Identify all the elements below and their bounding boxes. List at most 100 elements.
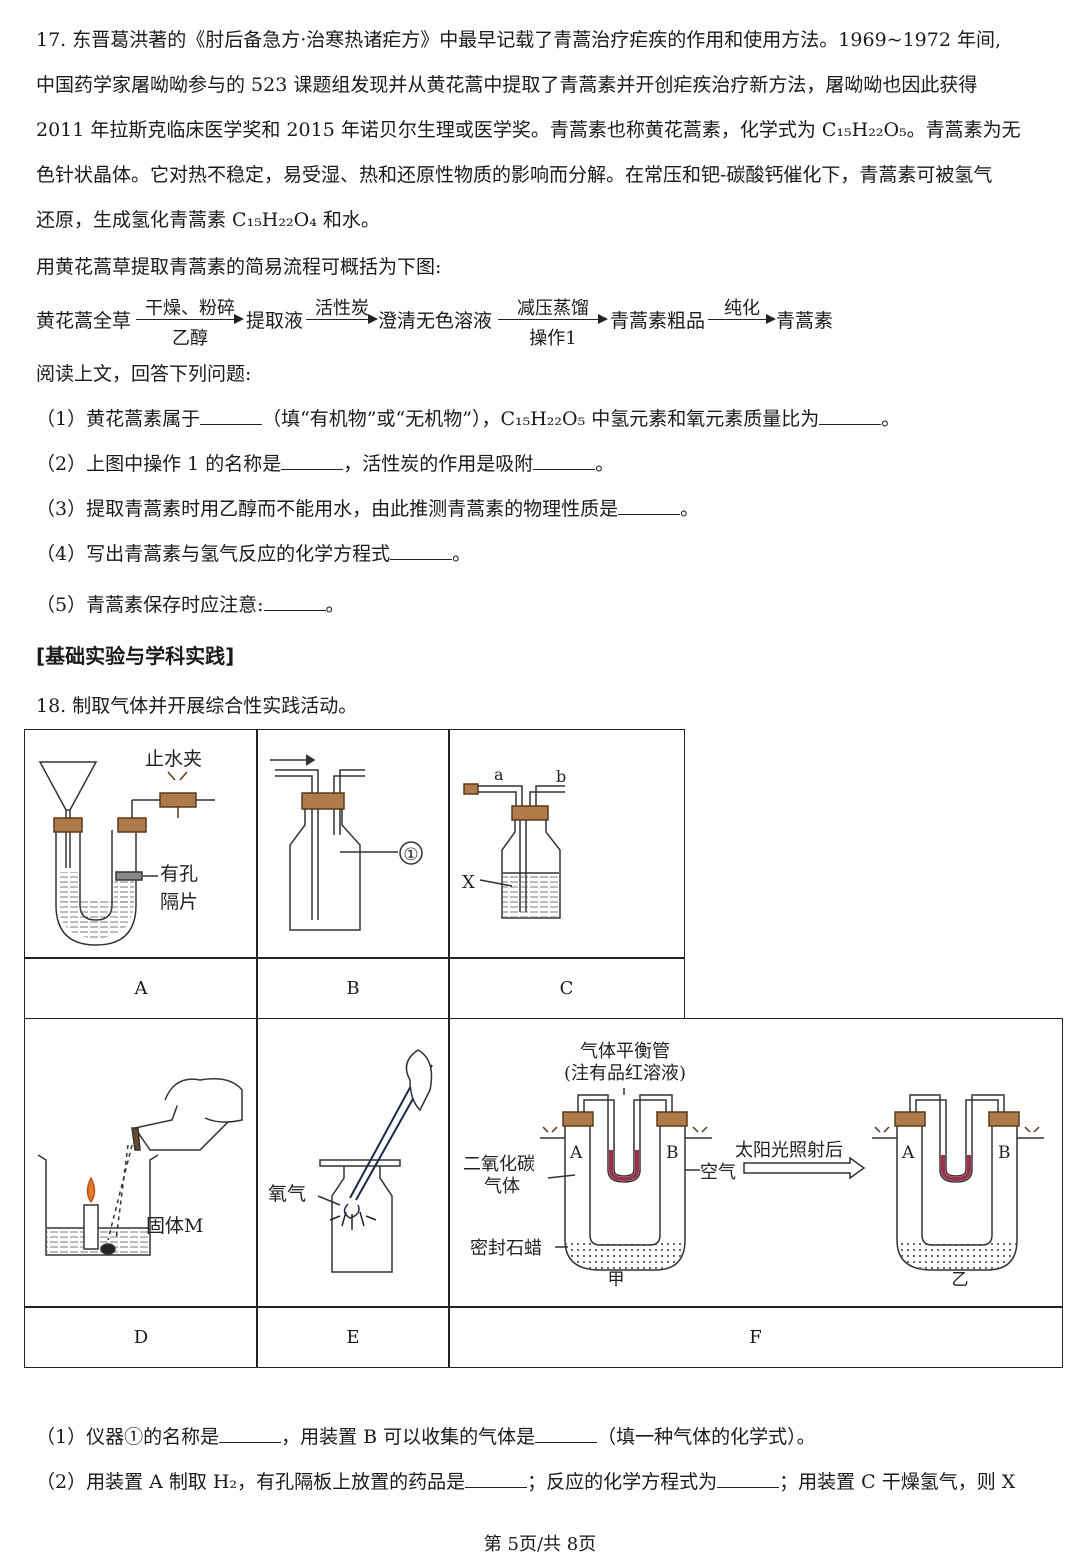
oxygen-label: 氧气 (268, 1183, 306, 1205)
text: （填“有机物”或“无机物”），C₁₅H₂₂O₅ 中氢元素和氧元素质量比为 (262, 408, 820, 430)
u-tube-generator (38, 761, 215, 946)
solid-m-label: 固体M (146, 1215, 203, 1237)
cell-F-label (448, 1306, 1063, 1368)
answer-blank[interactable] (390, 541, 453, 560)
text: （4）写出青蒿素与氢气反应的化学方程式 (36, 543, 391, 565)
oxygen-bottle-e (317, 1049, 433, 1273)
flow-node: 青蒿素 (776, 310, 834, 332)
page-footer: 第 5页/共 8页 (483, 1534, 597, 1555)
yi-label: 乙 (952, 1270, 969, 1290)
balance-tube-label: 气体平衡管 (580, 1041, 670, 1062)
beaker-candle-d (37, 1078, 243, 1256)
text: ，活性炭的作用是吸附 (343, 453, 534, 475)
text: ；反应的化学方程式为 (527, 1471, 718, 1493)
answer-blank[interactable] (281, 451, 344, 470)
text: ，用装置 B 可以收集的气体是 (281, 1426, 536, 1448)
co2-label: 气体 (484, 1176, 520, 1197)
cell-F-image (448, 1018, 1063, 1308)
drying-bottle-c (463, 783, 565, 919)
text: 。 (452, 543, 472, 565)
tube-b-label: B (998, 1143, 1011, 1163)
text: （2）用装置 A 制取 H₂，有孔隔板上放置的药品是 (36, 1471, 466, 1493)
cell-D-label (24, 1306, 258, 1368)
text: （填一种气体的化学式）。 (597, 1426, 816, 1448)
tube-a-label: A (569, 1143, 583, 1163)
label-B: B (346, 978, 360, 999)
answer-blank[interactable] (535, 1424, 598, 1443)
flow-arrow-label: 纯化 (724, 298, 760, 319)
gas-bottle-b (270, 754, 423, 931)
jia-label: 甲 (608, 1270, 625, 1290)
co2-label: 二氧化碳 (463, 1154, 535, 1175)
flow-arrow-label: 乙醇 (172, 328, 208, 349)
text: （2）上图中操作 1 的名称是 (36, 453, 282, 475)
text: （1）黄花蒿素属于 (36, 408, 201, 430)
q17-line: 还原，生成氢化青蒿素 C₁₅H₂₂O₄ 和水。 (36, 209, 380, 231)
text: 。 (680, 498, 700, 520)
wax-label: 密封石蜡 (470, 1238, 542, 1259)
answer-blank[interactable] (717, 1469, 780, 1488)
label-E: E (346, 1327, 360, 1348)
q17-sub2: （2）上图中操作 1 的名称是 ，活性炭的作用是吸附 。 (36, 442, 1050, 487)
flow-arrow: 活性炭 (306, 292, 378, 352)
text: （5）青蒿素保存时应注意: (36, 594, 264, 616)
flow-node: 提取液 (246, 310, 304, 332)
tube-b-label: B (666, 1143, 679, 1163)
apparatus-yi (872, 1094, 1044, 1271)
flow-intro: 用黄花蒿草提取青蒿素的简易流程可概括为下图: (36, 256, 442, 278)
cell-E-label (256, 1306, 450, 1368)
cell-B-image (256, 729, 450, 959)
flow-arrow: 减压蒸馏 操作1 (498, 292, 608, 352)
answer-blank[interactable] (200, 406, 263, 425)
q17-sub5: （5）青蒿素保存时应注意: 。 (36, 583, 1050, 628)
flow-arrow-label: 操作1 (529, 328, 577, 349)
flow-arrow: 干燥、粉碎 乙醇 (136, 292, 244, 352)
x-label: X (462, 872, 475, 893)
q17-line: 17. 东晋葛洪著的《肘后备急方·治寒热诸疟方》中最早记载了青蒿治疗疟疾的作用和… (36, 29, 1002, 51)
label-C: C (559, 978, 574, 999)
text: （3）提取青蒿素时用乙醇而不能用水，由此推测青蒿素的物理性质是 (36, 498, 619, 520)
text: 。 (595, 453, 615, 475)
q17-sub1: （1）黄花蒿素属于 （填“有机物”或“无机物”），C₁₅H₂₂O₅ 中氢元素和氧元… (36, 397, 1050, 442)
label-A: A (134, 978, 148, 999)
extraction-flow: 黄花蒿全草 干燥、粉碎 乙醇 提取液 活性炭 澄清无色溶液 减压蒸馏 操作1 青… (36, 292, 886, 352)
cell-C-image (448, 729, 685, 959)
clamp-label: 止水夹 (145, 748, 202, 770)
q18-sub1: （1）仪器①的名称是 ，用装置 B 可以收集的气体是 （填一种气体的化学式）。 (36, 1415, 1050, 1460)
answer-blank[interactable] (618, 496, 681, 515)
porous-label: 隔片 (160, 891, 198, 913)
air-label: 空气 (700, 1162, 736, 1183)
q18-sub2: （2）用装置 A 制取 H₂，有孔隔板上放置的药品是 ；反应的化学方程式为 ；用装置… (36, 1460, 1050, 1505)
flow-node: 澄清无色溶液 (378, 310, 493, 332)
answer-blank[interactable] (465, 1469, 528, 1488)
flow-arrow-label: 活性炭 (315, 298, 369, 319)
flow-arrow: 纯化 (708, 292, 776, 352)
q17-line: 色针状晶体。它对热不稳定，易受湿、热和还原性物质的影响而分解。在常压和钯-碳酸钙… (36, 164, 993, 186)
q17-line: 2011 年拉斯克临床医学奖和 2015 年诺贝尔生理或医学奖。青蒿素也称黄花蒿… (36, 119, 1021, 141)
q17-sub4: （4）写出青蒿素与氢气反应的化学方程式 。 (36, 532, 1050, 577)
sunlight-label: 太阳光照射后 (735, 1140, 843, 1161)
porous-label: 有孔 (160, 863, 198, 885)
cell-D-image (24, 1018, 258, 1308)
apparatus-jia (540, 1088, 712, 1271)
sunlight-arrow (743, 1156, 866, 1180)
flow-node: 青蒿素粗品 (610, 310, 706, 332)
answer-blank[interactable] (533, 451, 596, 470)
balance-tube-note: (注有品红溶液) (564, 1063, 686, 1084)
text: 。 (325, 594, 345, 616)
label-D: D (133, 1327, 149, 1348)
q18-intro: 18. 制取气体并开展综合性实践活动。 (36, 695, 358, 717)
answer-blank[interactable] (219, 1424, 282, 1443)
text: 。 (881, 408, 901, 430)
cell-A-image (24, 729, 258, 959)
answer-blank[interactable] (819, 406, 882, 425)
text: ；用装置 C 干燥氢气，则 X (779, 1471, 1016, 1493)
section-heading: [基础实验与学科实践] (36, 644, 235, 668)
cell-E-image (256, 1018, 450, 1308)
tube-a-label: A (901, 1143, 915, 1163)
answer-blank[interactable] (263, 592, 326, 611)
flow-arrow-label: 减压蒸馏 (517, 298, 589, 319)
flow-node: 黄花蒿全草 (36, 310, 132, 332)
text: （1）仪器①的名称是 (36, 1426, 220, 1448)
